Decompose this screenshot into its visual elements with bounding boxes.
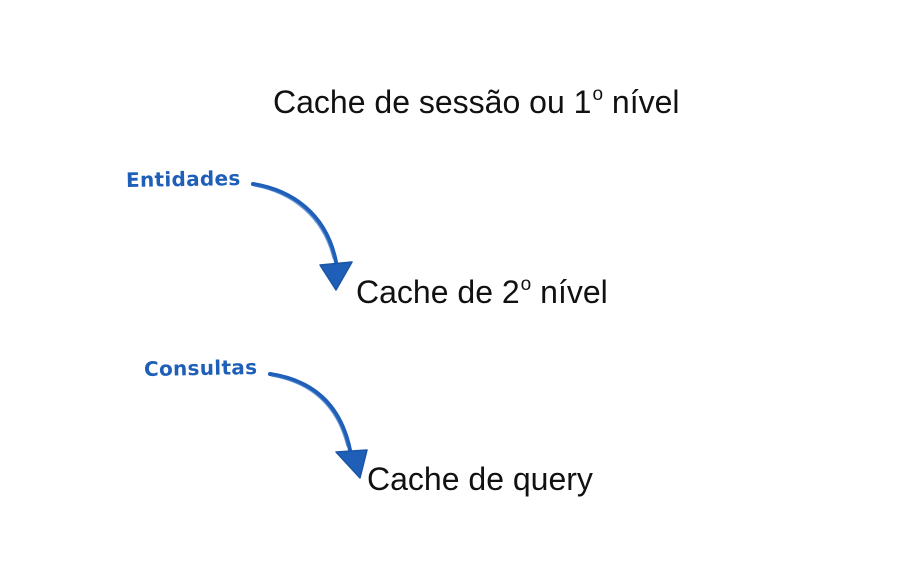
session-cache-title: Cache de sessão ou 1o nível: [273, 84, 680, 120]
queries-arrow: [268, 372, 368, 479]
entities-arrow: [251, 182, 353, 291]
second-level-cache-suffix: nível: [531, 274, 608, 310]
second-level-cache-ordinal: o: [520, 274, 532, 295]
query-cache-title: Cache de query: [367, 461, 593, 497]
second-level-cache-title: Cache de 2o nível: [356, 274, 608, 310]
session-cache-text: Cache de sessão ou 1: [273, 84, 592, 120]
session-cache-suffix: nível: [603, 84, 680, 120]
session-cache-ordinal: o: [592, 84, 604, 105]
second-level-cache-text: Cache de 2: [356, 274, 520, 310]
